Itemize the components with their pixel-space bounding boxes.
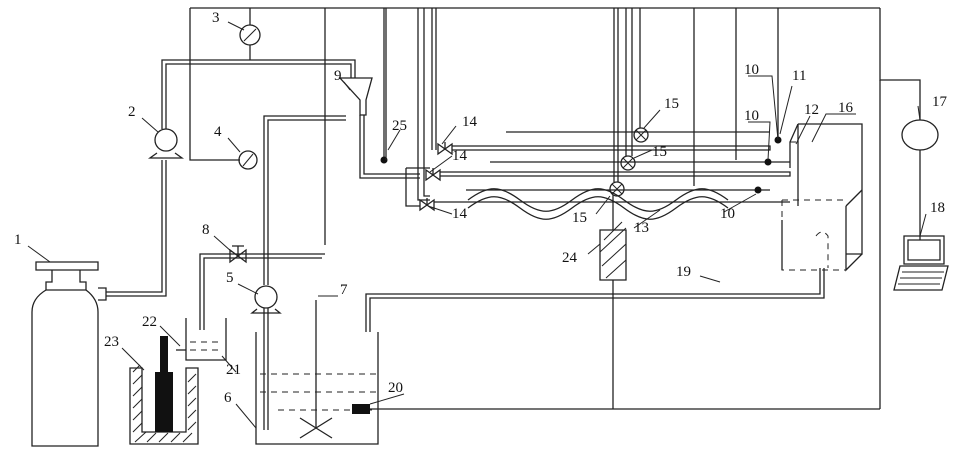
label-13: 13 <box>634 220 649 236</box>
laptop-computer-icon <box>894 236 948 290</box>
pressure-gauge-icon <box>240 25 260 45</box>
label-25: 25 <box>392 118 407 134</box>
label-10-low: 10 <box>720 206 735 222</box>
pump-icon <box>252 286 280 313</box>
label-20: 20 <box>388 380 403 396</box>
label-14-mid: 14 <box>452 148 468 164</box>
differential-pressure-sensor <box>600 222 626 280</box>
label-16: 16 <box>838 100 854 116</box>
collection-tank <box>782 124 862 270</box>
label-14-low: 14 <box>452 206 468 222</box>
label-2: 2 <box>128 104 136 120</box>
label-14-top: 14 <box>462 114 478 130</box>
heating-bath <box>130 336 198 444</box>
label-4: 4 <box>214 124 222 140</box>
label-10-top: 10 <box>744 62 759 78</box>
label-18: 18 <box>930 200 945 216</box>
valve-icon <box>438 142 452 154</box>
label-17: 17 <box>932 94 948 110</box>
label-8: 8 <box>202 222 210 238</box>
label-3: 3 <box>212 10 220 26</box>
label-21: 21 <box>226 362 241 378</box>
flowmeter-icon <box>621 156 635 170</box>
label-22: 22 <box>142 314 157 330</box>
label-9: 9 <box>334 68 342 84</box>
label-1: 1 <box>14 232 22 248</box>
gas-cylinder-icon <box>32 262 106 446</box>
label-5: 5 <box>226 270 234 286</box>
label-11: 11 <box>792 68 806 84</box>
sensor-oval <box>880 80 938 409</box>
label-24: 24 <box>562 250 578 266</box>
pressure-gauge-icon <box>239 151 257 169</box>
label-15-low: 15 <box>572 210 587 226</box>
flowmeter-icon <box>610 182 624 196</box>
label-15-mid: 15 <box>652 144 667 160</box>
label-6: 6 <box>224 390 232 406</box>
label-23: 23 <box>104 334 119 350</box>
label-7: 7 <box>340 282 348 298</box>
label-10-mid: 10 <box>744 108 759 124</box>
pump-icon <box>150 129 182 158</box>
flowmeter-icon <box>634 128 648 142</box>
label-12: 12 <box>804 102 819 118</box>
label-15-top: 15 <box>664 96 679 112</box>
label-19: 19 <box>676 264 691 280</box>
